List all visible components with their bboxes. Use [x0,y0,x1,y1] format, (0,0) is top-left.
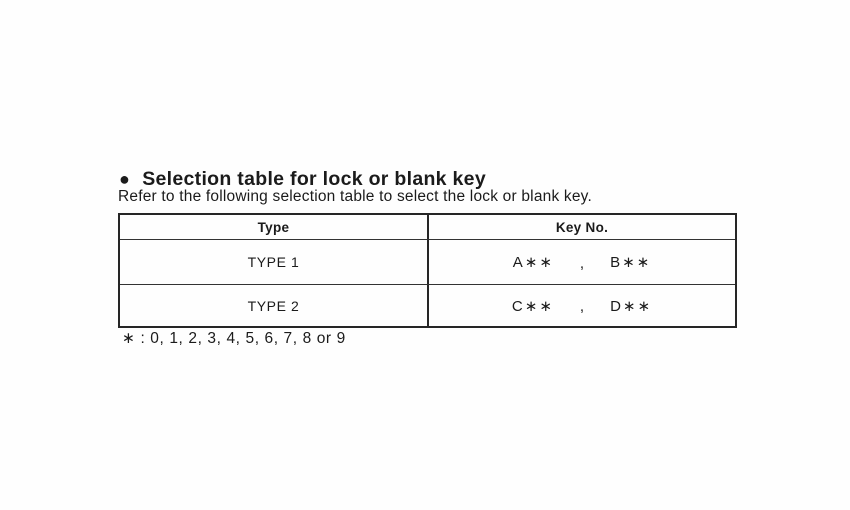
column-header-key-no: Key No. [427,215,735,239]
intro-text: Refer to the following selection table t… [118,188,592,205]
column-header-type: Type [257,219,290,235]
key-no-cell: A∗∗ , B∗∗ [427,240,735,284]
section-heading: ● Selection table for lock or blank key [119,168,486,191]
key-code: B∗∗ [610,254,652,271]
table-row-type1: TYPE 1 A∗∗ , B∗∗ [120,239,735,284]
key-no-cell: C∗∗ , D∗∗ [427,285,735,326]
type-cell: TYPE 1 [247,254,300,270]
table-header-row: Type Key No. [120,215,735,239]
table-row-type2: TYPE 2 C∗∗ , D∗∗ [120,284,735,326]
type-cell: TYPE 2 [247,297,300,314]
key-code: D∗∗ [610,297,653,315]
selection-table: Type Key No. TYPE 1 A∗∗ , B∗∗ TYPE 2 C∗∗… [118,213,737,328]
footnote-text: ∗ : 0, 1, 2, 3, 4, 5, 6, 7, 8 or 9 [122,330,346,347]
separator-comma: , [579,298,585,315]
key-no-values: A∗∗ , B∗∗ [512,253,652,272]
separator-comma: , [579,254,585,272]
key-no-values: C∗∗ , D∗∗ [511,297,653,316]
key-code: C∗∗ [511,297,554,315]
key-code: A∗∗ [512,254,554,271]
bullet-icon: ● [119,168,131,189]
section-title: Selection table for lock or blank key [142,168,486,191]
